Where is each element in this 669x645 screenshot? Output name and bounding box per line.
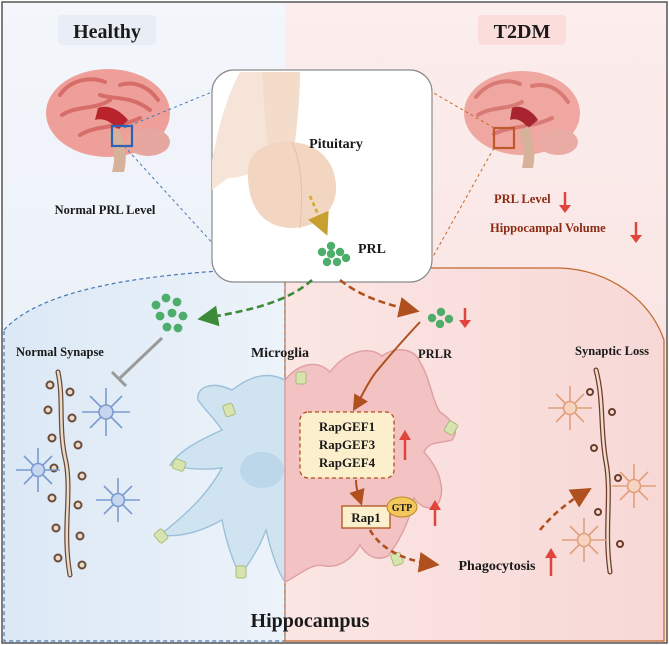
volume-down-arrow [630, 222, 642, 243]
t2dm-title: T2DM [494, 21, 551, 43]
prl-level-label: PRL Level [494, 192, 551, 206]
phagocytosis-up-arrow [545, 548, 557, 576]
resting-microglia-3 [96, 478, 140, 522]
rapgef1-label: RapGEF1 [319, 419, 375, 434]
prl-label: PRL [358, 242, 386, 257]
prl-to-healthy-arrow [197, 279, 313, 327]
microglia-label: Microglia [251, 346, 309, 361]
t2dm-pituitary-marker [492, 126, 516, 150]
rapgef-to-rap1-arrow [349, 479, 365, 506]
rapgef-up-arrow [399, 430, 411, 460]
pituitary-label: Pituitary [309, 137, 363, 152]
hippocampus-region-left [3, 267, 286, 642]
prlr-signal-arrow [352, 321, 421, 412]
rap1-up-arrow [429, 500, 441, 526]
gtp-badge: GTP [386, 496, 418, 518]
hippocampus-label: Hippocampus [251, 610, 370, 632]
rapgef4-label: RapGEF4 [319, 455, 376, 470]
prl-to-t2dm-arrow [339, 278, 420, 318]
t2dm-prl-down-arrow [459, 308, 471, 328]
pituitary-zoom-box: Pituitary PRL [211, 69, 433, 283]
prlr-label: PRLR [418, 347, 453, 361]
normal-prl-level-label: Normal PRL Level [55, 203, 156, 217]
resting-microglia-1 [82, 388, 130, 436]
rapgef-box: RapGEF1 RapGEF3 RapGEF4 [299, 411, 395, 479]
phagocytosis-label: Phagocytosis [459, 559, 537, 574]
prl-molecules [317, 241, 351, 267]
t2dm-header: T2DM [478, 15, 566, 45]
hippocampal-volume-label: Hippocampal Volume [490, 221, 606, 235]
rap1-to-phagocytosis-arrow [368, 529, 440, 573]
prl-down-arrow [559, 192, 571, 213]
activated-microglia-3 [562, 518, 606, 562]
inhibition-line [110, 336, 164, 388]
healthy-pituitary-marker [110, 124, 134, 148]
t2dm-brain-icon [464, 71, 580, 168]
microglia-cell-healthy [153, 374, 286, 585]
healthy-title: Healthy [73, 21, 141, 43]
phagocytosis-to-synapse-arrow [538, 488, 592, 531]
t2dm-prl-cluster [427, 307, 454, 329]
rap1-label: Rap1 [351, 510, 381, 525]
t2dm-indicators: PRL Level Hippocampal Volume [490, 192, 642, 243]
healthy-prl-cluster [151, 293, 188, 333]
t2dm-zoom-lines [429, 91, 495, 263]
rap1-box: Rap1 [341, 505, 391, 529]
damaged-synapse-dendrite [586, 367, 624, 575]
healthy-header: Healthy [58, 15, 156, 45]
activated-microglia-1 [548, 386, 592, 430]
healthy-brain-icon [46, 69, 170, 172]
normal-synapse-label: Normal Synapse [16, 345, 104, 359]
synaptic-loss-label: Synaptic Loss [575, 344, 649, 358]
normal-synapse-dendrite [43, 369, 87, 578]
resting-microglia-2 [16, 448, 60, 492]
healthy-zoom-lines [123, 91, 227, 259]
rapgef3-label: RapGEF3 [319, 437, 376, 452]
gtp-label: GTP [392, 503, 413, 514]
activated-microglia-2 [612, 464, 656, 508]
